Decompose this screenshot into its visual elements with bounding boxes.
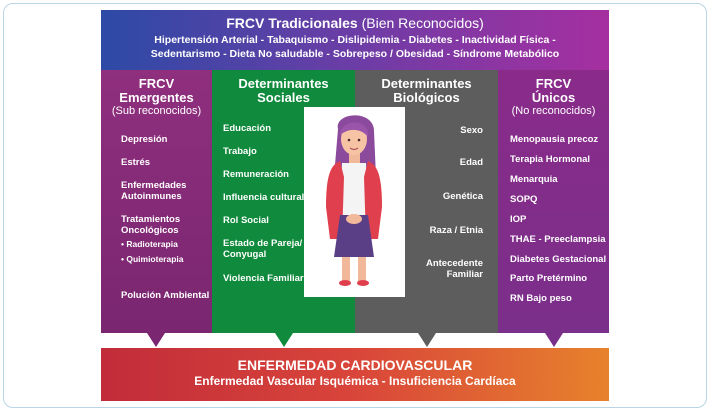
list-item: Rol Social <box>223 215 269 226</box>
bullet-item: • Radioterapia <box>121 239 178 249</box>
title-line-2: Emergentes <box>119 90 194 105</box>
list-item: THAE - Preeclampsia <box>510 234 606 245</box>
traditional-risk-banner: FRCV Tradicionales (Bien Reconocidos) Hi… <box>101 10 609 70</box>
list-item: Menarquia <box>510 174 558 185</box>
title-line-1: Determinantes <box>381 76 472 91</box>
risk-line-2: Sedentarismo - Dieta No saludable - Sobr… <box>150 48 560 60</box>
outcome-subtitle: Enfermedad Vascular Isquémica - Insufici… <box>194 374 516 388</box>
banner-title-light: (Bien Reconocidos) <box>361 15 484 31</box>
bullet-label: Quimioterapia <box>126 254 184 264</box>
column-unicos-subtitle: (No reconocidos) <box>511 105 596 117</box>
title-line-1: Determinantes <box>238 76 329 91</box>
list-item: Familiar <box>446 269 483 280</box>
list-item: Estrés <box>121 157 151 168</box>
list-item: Edad <box>459 157 483 168</box>
list-item: SOPQ <box>510 194 538 205</box>
list-item: Educación <box>223 123 272 134</box>
arrow-down-icon <box>275 333 293 347</box>
traditional-risk-list: Hipertensión Arterial - Tabaquismo - Dis… <box>101 33 609 61</box>
list-item: Raza / Etnia <box>429 225 483 236</box>
risk-line-1: Hipertensión Arterial - Tabaquismo - Dis… <box>154 34 556 46</box>
list-item: Sexo <box>460 125 483 136</box>
title-line-1: FRCV <box>138 76 175 91</box>
list-item: Oncológicos <box>121 225 179 236</box>
list-item: Trabajo <box>223 146 257 157</box>
bullet-label: Radioterapia <box>126 239 178 249</box>
column-emergentes-title: FRCV Emergentes <box>101 70 212 105</box>
list-item: Estado de Pareja/ <box>223 238 303 249</box>
list-item: Autoinmunes <box>121 191 182 202</box>
column-unicos-title: FRCV Únicos <box>498 70 609 105</box>
list-item: Violencia Familiar <box>223 273 304 284</box>
list-item: Polución Ambiental <box>121 290 210 301</box>
title-line-2: Únicos <box>531 90 576 105</box>
title-line-2: Biológicos <box>393 90 460 105</box>
list-item: Depresión <box>121 134 168 145</box>
list-item: Tratamientos <box>121 214 181 225</box>
bullet-item: • Quimioterapia <box>121 254 184 264</box>
list-item: Influencia cultural <box>223 192 305 203</box>
list-item: Conyugal <box>223 249 267 260</box>
list-item: Diabetes Gestacional <box>510 254 607 265</box>
column-emergentes: FRCV Emergentes (Sub reconocidos) <box>101 70 212 333</box>
list-item: Antecedente <box>425 258 483 269</box>
cardiovascular-disease-banner: ENFERMEDAD CARDIOVASCULAR Enfermedad Vas… <box>101 348 609 401</box>
title-line-1: FRCV <box>535 76 572 91</box>
banner-title: FRCV Tradicionales (Bien Reconocidos) <box>101 15 609 31</box>
list-item: Genética <box>442 191 483 202</box>
list-item: Menopausia precoz <box>510 134 599 145</box>
woman-illustration <box>304 107 405 297</box>
column-unicos: FRCV Únicos (No reconocidos) <box>498 70 609 333</box>
arrow-down-icon <box>418 333 436 347</box>
list-item: Remuneración <box>223 169 289 180</box>
list-item: IOP <box>510 214 527 225</box>
list-item: Parto Pretérmino <box>510 273 588 284</box>
list-item: RN Bajo peso <box>510 293 572 304</box>
column-sociales-title: Determinantes Sociales <box>212 70 355 105</box>
arrow-down-icon <box>545 333 563 347</box>
woman-figure-icon <box>326 115 382 286</box>
list-item: Terapia Hormonal <box>510 154 591 165</box>
banner-title-bold: FRCV Tradicionales <box>226 15 358 31</box>
arrow-down-icon <box>147 333 165 347</box>
list-item: Enfermedades <box>121 180 187 191</box>
column-emergentes-subtitle: (Sub reconocidos) <box>111 105 202 117</box>
outcome-title: ENFERMEDAD CARDIOVASCULAR <box>237 357 473 373</box>
title-line-2: Sociales <box>257 90 310 105</box>
column-biologicos-title: Determinantes Biológicos <box>355 70 498 105</box>
